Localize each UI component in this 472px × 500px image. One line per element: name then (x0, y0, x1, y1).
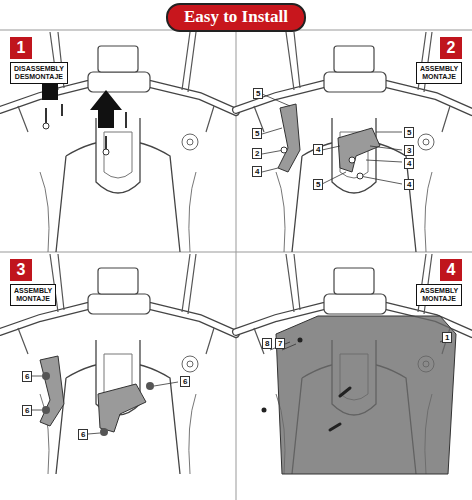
illustration-part (338, 128, 380, 172)
step-number: 4 (440, 259, 462, 281)
step-tag-text: ASSEMBLY MONTAJE (420, 287, 458, 303)
callout-number: 5 (313, 179, 323, 190)
illustration-part (103, 149, 109, 155)
callout-number: 5 (404, 127, 414, 138)
illustration-part (349, 157, 355, 163)
illustration-part (98, 384, 146, 432)
illustration-part (0, 254, 236, 474)
callout-number: 6 (22, 371, 32, 382)
step-tag: ASSEMBLY MONTAJE (10, 284, 56, 306)
callout-number: 3 (404, 145, 414, 156)
callout-number: 6 (78, 429, 88, 440)
callout-number: 4 (404, 179, 414, 190)
illustration-part (90, 90, 122, 128)
illustration-part (42, 406, 50, 414)
step-tag: ASSEMBLY MONTAJE (416, 284, 462, 306)
panel-grid (0, 30, 472, 500)
callout-number: 7 (275, 338, 285, 349)
callout-number: 5 (252, 128, 262, 139)
illustration-part (330, 388, 350, 430)
step-tag-text: ASSEMBLY MONTAJE (420, 65, 458, 81)
callout-number: 2 (252, 148, 262, 159)
illustration-part (46, 104, 126, 150)
step-number-text: 3 (17, 261, 26, 278)
illustration-part (236, 30, 237, 500)
illustration-part (236, 32, 472, 252)
step-number: 3 (10, 259, 32, 281)
illustration-part (236, 254, 472, 474)
illustration-part (42, 372, 50, 380)
illustration-part (100, 428, 108, 436)
title-badge: Easy to Install (166, 3, 306, 32)
illustration-part (32, 376, 178, 434)
step-tag: ASSEMBLY MONTAJE (416, 62, 462, 84)
illustration-part (146, 382, 154, 390)
illustration-part (43, 123, 49, 129)
illustration-part (281, 147, 287, 153)
illustration-part (262, 94, 402, 184)
illustration-part (40, 356, 64, 426)
callout-number: 4 (404, 158, 414, 169)
callout-number: 6 (180, 376, 190, 387)
step-number-text: 4 (447, 261, 456, 278)
callout-number: 8 (262, 338, 272, 349)
step-tag-text: ASSEMBLY MONTAJE (14, 287, 52, 303)
callout-number: 1 (442, 332, 452, 343)
step-tag-text: DISASSEMBLY DESMONTAJE (14, 65, 64, 81)
windscreen (262, 316, 457, 474)
callout-number: 4 (313, 144, 323, 155)
step-number-text: 2 (447, 39, 456, 56)
illustration-part (270, 336, 452, 350)
callout-number: 5 (253, 88, 263, 99)
illustration-part (0, 32, 236, 252)
step-number: 1 (10, 37, 32, 59)
illustration-part (262, 408, 267, 413)
illustration-part (278, 104, 300, 172)
step-number: 2 (440, 37, 462, 59)
step-number-text: 1 (17, 39, 26, 56)
callout-number: 6 (22, 405, 32, 416)
step-tag: DISASSEMBLY DESMONTAJE (10, 62, 68, 84)
callout-number: 4 (252, 166, 262, 177)
illustration-part (298, 338, 303, 343)
illustration-part (276, 316, 456, 474)
illustration-part (357, 173, 363, 179)
illustration-part (0, 252, 472, 253)
